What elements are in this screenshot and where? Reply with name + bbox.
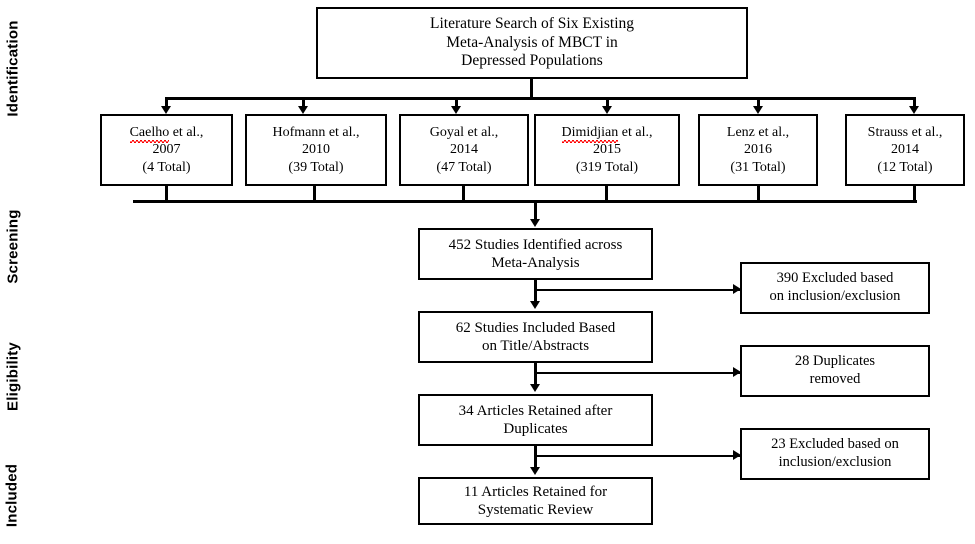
connector-bus-to-source-2	[302, 97, 305, 108]
phase-label-identification: Identification	[4, 20, 22, 117]
source-author-2: Hofmann et al.,	[272, 125, 360, 141]
connector-title-to-bus	[530, 79, 533, 99]
main-flow-box-3-line-2: Duplicates	[503, 421, 568, 437]
arrow-into-source-1	[161, 106, 171, 114]
arrow-into-main-2	[530, 301, 540, 309]
connector-source-4-to-bus	[605, 186, 608, 202]
connector-to-exclusion-2	[536, 372, 740, 374]
main-flow-box-4: 11 Articles Retained for Systematic Revi…	[418, 477, 653, 525]
arrow-into-source-4	[602, 106, 612, 114]
source-author-5: Lenz et al.,	[726, 125, 790, 141]
misspelled-author-4: Dimidjian	[561, 125, 619, 144]
source-author-1: Caelho et al.,	[129, 124, 204, 144]
connector-bus-to-source-6	[913, 97, 916, 108]
connector-source-2-to-bus	[313, 186, 316, 202]
source-author-3: Goyal et al.,	[429, 125, 499, 141]
connector-source-3-to-bus	[462, 186, 465, 202]
arrow-into-source-5	[753, 106, 763, 114]
exclusion-box-1-line-2: on inclusion/exclusion	[769, 288, 901, 304]
arrow-into-source-3	[451, 106, 461, 114]
arrow-into-source-6	[909, 106, 919, 114]
source-total-5: (31 Total)	[730, 159, 786, 175]
phase-label-screening: Screening	[4, 209, 22, 284]
connector-main-3-to-main-4	[534, 446, 537, 469]
exclusion-box-2-line-1: 28 Duplicates	[794, 353, 876, 370]
main-flow-box-2-line-2: on Title/Abstracts	[481, 338, 590, 354]
source-author-6: Strauss et al.,	[867, 125, 943, 141]
source-box-5: Lenz et al., 2016 (31 Total)	[698, 114, 818, 186]
title-line-2: Meta-Analysis of MBCT in	[446, 33, 618, 51]
main-flow-box-3-line-1: 34 Articles Retained after	[458, 402, 613, 419]
source-year-2: 2010	[302, 142, 330, 158]
exclusion-box-3-line-2: inclusion/exclusion	[778, 454, 892, 470]
source-author-rest-4: et al.,	[618, 125, 653, 141]
source-year-3: 2014	[450, 142, 478, 158]
connector-main-1-to-main-2	[534, 280, 537, 303]
main-flow-box-1: 452 Studies Identified across Meta-Analy…	[418, 228, 653, 280]
connector-to-exclusion-1	[536, 289, 740, 291]
arrow-into-main-1	[530, 219, 540, 227]
source-year-4: 2015	[593, 142, 621, 158]
title-line-1: Literature Search of Six Existing	[429, 14, 635, 32]
arrow-into-main-3	[530, 384, 540, 392]
arrow-into-exclusion-1	[733, 284, 741, 294]
source-box-4: Dimidjian et al., 2015 (319 Total)	[534, 114, 680, 186]
main-flow-box-2: 62 Studies Included Based on Title/Abstr…	[418, 311, 653, 363]
exclusion-box-3-line-1: 23 Excluded based on	[771, 436, 899, 453]
main-flow-box-2-line-1: 62 Studies Included Based	[455, 319, 616, 336]
exclusion-box-3: 23 Excluded based on inclusion/exclusion	[740, 428, 930, 480]
main-flow-box-4-line-1: 11 Articles Retained for	[463, 483, 608, 500]
arrow-into-exclusion-2	[733, 367, 741, 377]
connector-bus-to-source-5	[757, 97, 760, 108]
connector-bus-to-source-3	[455, 97, 458, 108]
distribution-bus	[165, 97, 915, 100]
phase-label-included: Included	[3, 463, 21, 528]
connector-bus-to-source-4	[606, 97, 609, 108]
connector-source-1-to-bus	[165, 186, 168, 202]
source-total-4: (319 Total)	[575, 159, 639, 175]
source-box-1: Caelho et al., 2007 (4 Total)	[100, 114, 233, 186]
source-author-4: Dimidjian et al.,	[561, 124, 653, 144]
connector-main-2-to-main-3	[534, 363, 537, 386]
source-total-1: (4 Total)	[142, 159, 191, 175]
source-total-3: (47 Total)	[436, 159, 492, 175]
source-year-6: 2014	[891, 142, 919, 158]
source-box-6: Strauss et al., 2014 (12 Total)	[845, 114, 965, 186]
arrow-into-exclusion-3	[733, 450, 741, 460]
literature-search-box: Literature Search of Six Existing Meta-A…	[316, 7, 748, 79]
source-total-6: (12 Total)	[877, 159, 933, 175]
main-flow-box-1-line-2: Meta-Analysis	[491, 255, 580, 271]
connector-bus-to-source-1	[165, 97, 168, 108]
main-flow-box-3: 34 Articles Retained after Duplicates	[418, 394, 653, 446]
exclusion-box-2-line-2: removed	[809, 371, 861, 387]
source-author-rest-1: et al.,	[169, 125, 204, 141]
collection-bus	[133, 200, 917, 203]
main-flow-box-4-line-2: Systematic Review	[477, 502, 594, 518]
exclusion-box-2: 28 Duplicates removed	[740, 345, 930, 397]
connector-source-6-to-bus	[913, 186, 916, 202]
source-year-5: 2016	[744, 142, 772, 158]
arrow-into-main-4	[530, 467, 540, 475]
arrow-into-source-2	[298, 106, 308, 114]
connector-bus-to-main-1	[534, 200, 537, 222]
phase-label-eligibility: Eligibility	[4, 342, 22, 411]
connector-to-exclusion-3	[536, 455, 740, 457]
source-total-2: (39 Total)	[288, 159, 344, 175]
source-year-1: 2007	[152, 142, 181, 158]
source-box-3: Goyal et al., 2014 (47 Total)	[399, 114, 529, 186]
exclusion-box-1-line-1: 390 Excluded based	[776, 270, 894, 287]
exclusion-box-1: 390 Excluded based on inclusion/exclusio…	[740, 262, 930, 314]
main-flow-box-1-line-1: 452 Studies Identified across	[448, 236, 623, 253]
source-box-2: Hofmann et al., 2010 (39 Total)	[245, 114, 387, 186]
misspelled-author-1: Caelho	[129, 125, 170, 144]
title-line-3: Depressed Populations	[461, 52, 603, 70]
connector-source-5-to-bus	[757, 186, 760, 202]
